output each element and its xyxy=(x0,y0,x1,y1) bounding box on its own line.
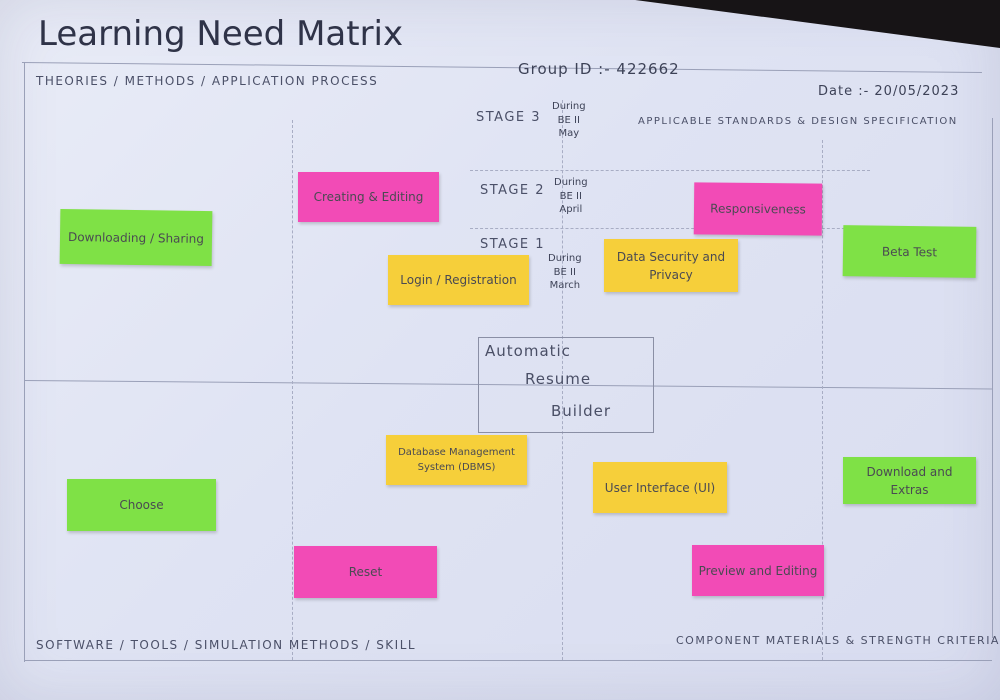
middle-vertical-line xyxy=(562,100,563,660)
note-login-registration: Login / Registration xyxy=(388,255,529,305)
center-topic-box: Automatic Resume Builder xyxy=(478,337,654,433)
note-dbms: Database Management System (DBMS) xyxy=(386,435,527,485)
stage-2-timing-line: During xyxy=(554,177,588,188)
note-beta-test: Beta Test xyxy=(842,225,977,278)
right-inner-vertical-line xyxy=(822,140,823,660)
center-topic-word: Automatic xyxy=(485,342,571,360)
date-label: Date :- 20/05/2023 xyxy=(818,84,960,99)
header-bottom-left: SOFTWARE / TOOLS / SIMULATION METHODS / … xyxy=(36,638,417,652)
note-reset: Reset xyxy=(294,546,437,598)
note-data-security-privacy: Data Security and Privacy xyxy=(604,239,738,292)
stage-2-timing: During BE II April xyxy=(554,176,588,217)
right-border-line xyxy=(992,118,993,638)
stage-3-label: STAGE 3 xyxy=(476,110,542,125)
stage-1-timing: During BE II March xyxy=(548,252,582,293)
stage-2-timing-line: BE II xyxy=(559,190,582,202)
center-topic-word: Resume xyxy=(525,370,592,388)
note-preview-editing: Preview and Editing xyxy=(692,545,824,596)
stage-1-timing-line: March xyxy=(549,280,581,291)
stage-1-label: STAGE 1 xyxy=(480,237,546,252)
left-border-line xyxy=(24,62,25,662)
stage-3-timing-line: BE II xyxy=(557,114,580,126)
stage-divider-1 xyxy=(470,170,870,171)
stage-2-timing-line: April xyxy=(559,204,583,215)
stage-divider-2 xyxy=(470,228,870,229)
note-download-extras: Download and Extras xyxy=(843,457,976,504)
note-creating-editing: Creating & Editing xyxy=(298,172,439,222)
note-downloading-sharing: Downloading / Sharing xyxy=(59,208,213,267)
note-choose: Choose xyxy=(67,479,216,531)
stage-3-timing-line: During xyxy=(552,101,586,112)
page-title: Learning Need Matrix xyxy=(38,14,404,54)
center-topic-word: Builder xyxy=(551,402,612,420)
note-user-interface: User Interface (UI) xyxy=(593,462,727,513)
stage-3-timing: During BE II May xyxy=(552,100,586,141)
bottom-border-line xyxy=(24,660,992,661)
group-id: Group ID :- 422662 xyxy=(518,60,680,78)
stage-3-timing-line: May xyxy=(558,128,580,139)
stage-2-label: STAGE 2 xyxy=(480,183,546,198)
left-inner-vertical-line xyxy=(292,120,293,660)
stage-1-timing-line: During xyxy=(548,253,582,264)
header-top-right: APPLICABLE STANDARDS & DESIGN SPECIFICAT… xyxy=(638,116,958,127)
header-bottom-right: COMPONENT MATERIALS & STRENGTH CRITERIA xyxy=(676,634,1000,647)
header-top-left: THEORIES / METHODS / APPLICATION PROCESS xyxy=(36,74,379,88)
note-responsiveness: Responsiveness xyxy=(693,182,823,236)
stage-1-timing-line: BE II xyxy=(553,266,576,278)
